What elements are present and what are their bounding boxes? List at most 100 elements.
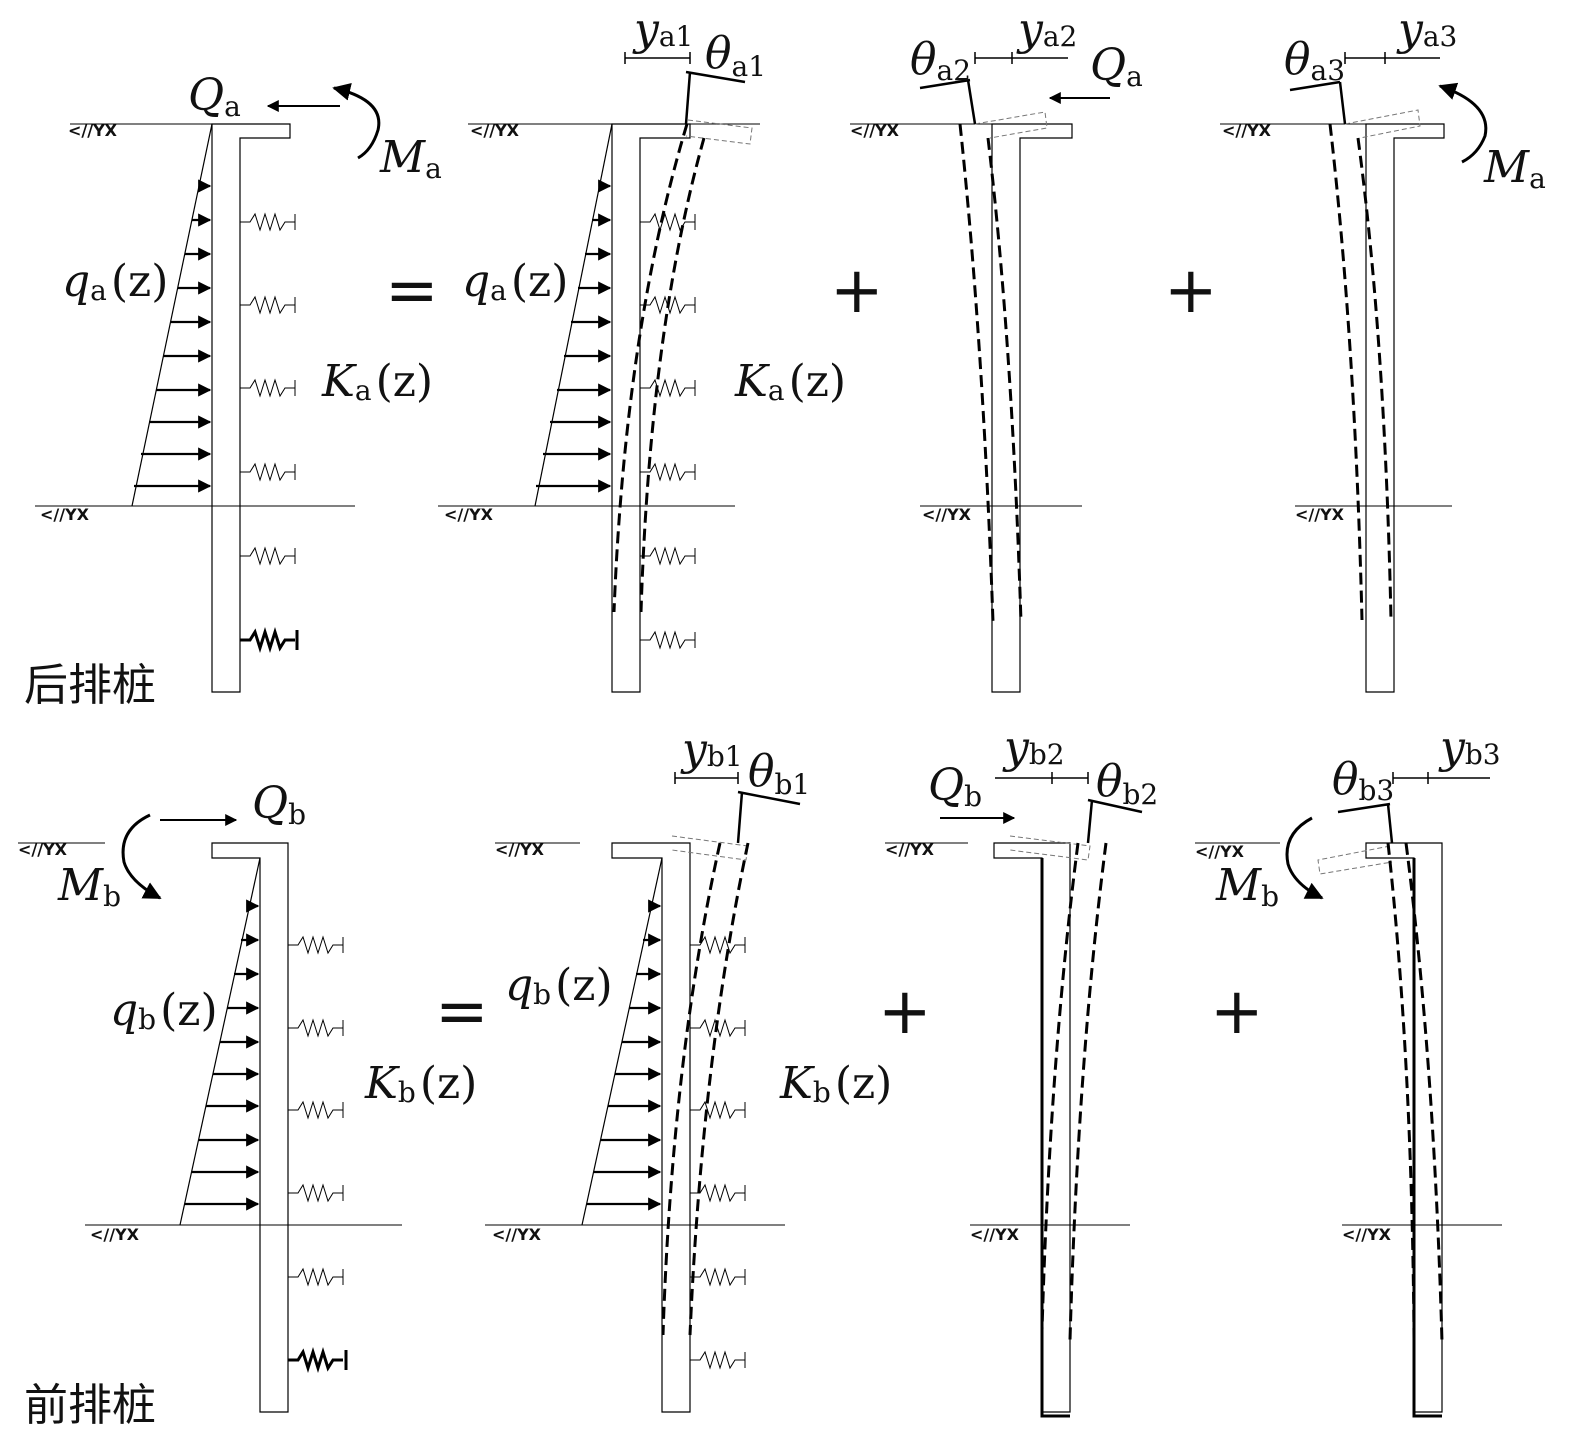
panel-b-case3 (1195, 772, 1502, 1418)
load-envelope (131, 123, 213, 507)
deflected-pile (661, 842, 750, 1336)
moment-arrow (121, 813, 162, 900)
rotation-line (736, 790, 801, 844)
cap-deflected (1009, 835, 1091, 861)
ground-mark: <//YX (1295, 505, 1345, 524)
ground-mark: <//YX (40, 505, 90, 524)
soil-springs (240, 212, 299, 654)
disp-dimension (995, 772, 1089, 784)
pile-body (611, 123, 691, 693)
ground-mark: <//YX (492, 1225, 542, 1244)
earth-pressure-arrows (587, 899, 662, 1211)
ground-mark: <//YX (970, 1225, 1020, 1244)
pile-body (211, 123, 291, 693)
disp-label: yb1 (680, 724, 743, 775)
soil-springs (640, 212, 696, 650)
plus-sign: + (830, 254, 884, 328)
plus-sign: + (1210, 975, 1264, 1049)
rotation-label: θa3 (1284, 34, 1345, 87)
rotation-line (1337, 802, 1394, 844)
disp-label: ya2 (1016, 4, 1077, 55)
panel-a-original (35, 82, 381, 693)
ground-mark: <//YX (850, 121, 900, 140)
moment-arrow (1285, 816, 1324, 900)
panel-b-case1 (485, 772, 801, 1413)
deflected-pile (1386, 842, 1444, 1343)
ground-mark: <//YX (68, 121, 118, 140)
disp-dimension (624, 52, 691, 64)
rotation-line (684, 70, 746, 125)
load-label: qb(z) (505, 960, 613, 1011)
moment-label: Ma (379, 132, 442, 185)
row-title: 后排桩 (24, 660, 156, 711)
soil-springs (288, 935, 348, 1374)
disp-dimension (1344, 52, 1440, 64)
cap-deflected (685, 119, 753, 145)
disp-label: yb2 (1002, 722, 1065, 773)
load-label: qa(z) (462, 256, 568, 307)
rotation-label: θb3 (1332, 754, 1394, 807)
ground-mark: <//YX (922, 505, 972, 524)
panel-a-case1 (438, 52, 760, 693)
pile-body (611, 842, 691, 1413)
disp-label: ya1 (632, 4, 693, 55)
rotation-label: θb2 (1096, 756, 1158, 811)
disp-dimension (674, 772, 739, 784)
ground-mark: <//YX (470, 121, 520, 140)
panel-a-case3 (1220, 52, 1488, 693)
moment-label: Ma (1483, 142, 1546, 195)
soil-springs (690, 935, 746, 1370)
rotation-label: θa2 (910, 34, 971, 87)
spring-label: Kb(z) (364, 1058, 477, 1109)
earth-pressure-arrows (536, 179, 612, 493)
cap-deflected (671, 835, 749, 861)
ground-mark: <//YX (885, 840, 935, 859)
spring-label: Kb(z) (779, 1058, 892, 1109)
equals-sign: = (385, 254, 439, 328)
ground-mark: <//YX (1222, 121, 1272, 140)
cap-deflected (974, 111, 1048, 139)
deflected-pile (1040, 842, 1108, 1341)
load-label: qb(z) (110, 985, 218, 1036)
row-front-pile: <//YX <//YX Qb Mb qb(z) Kb(z) 前排桩 = (18, 722, 1502, 1431)
rotation-line (919, 78, 977, 125)
cap-deflected (1344, 109, 1421, 139)
deflected-pile (612, 123, 706, 613)
ground-mark: <//YX (444, 505, 494, 524)
pile-body (1365, 842, 1443, 1413)
shear-label: Qb (252, 778, 306, 831)
rotation-line (1289, 80, 1347, 125)
earth-pressure-arrows (134, 179, 212, 493)
panel-b-original (18, 813, 402, 1413)
load-envelope (534, 123, 613, 507)
equals-sign: = (435, 975, 489, 1049)
shear-label: Qa (1090, 40, 1143, 93)
disp-dimension (1392, 772, 1490, 784)
row-title: 前排桩 (24, 1380, 156, 1431)
panel-b-case2 (885, 772, 1143, 1418)
rotation-label: θb1 (748, 746, 810, 801)
earth-pressure-arrows (185, 899, 260, 1211)
plus-sign: + (1164, 254, 1218, 328)
spring-label: Ka(z) (321, 356, 433, 407)
shear-label: Qb (928, 760, 982, 813)
pile-body (1365, 123, 1445, 693)
moment-arrow (332, 82, 381, 160)
panel-a-case2 (850, 52, 1110, 693)
disp-label: yb3 (1438, 722, 1501, 773)
pile-body (993, 842, 1071, 1413)
pile-body (991, 123, 1073, 693)
plus-sign: + (878, 975, 932, 1049)
rotation-line (1086, 798, 1143, 844)
disp-label: ya3 (1396, 4, 1457, 55)
moment-label: Mb (57, 860, 121, 913)
spring-label: Ka(z) (734, 356, 846, 407)
deflected-pile (958, 123, 1023, 623)
ground-mark: <//YX (90, 1225, 140, 1244)
pile-edge-bold (1040, 858, 1070, 1418)
ground-mark: <//YX (495, 840, 545, 859)
load-label: qa(z) (62, 256, 168, 307)
pile-body (211, 842, 289, 1413)
ground-mark: <//YX (18, 840, 68, 859)
